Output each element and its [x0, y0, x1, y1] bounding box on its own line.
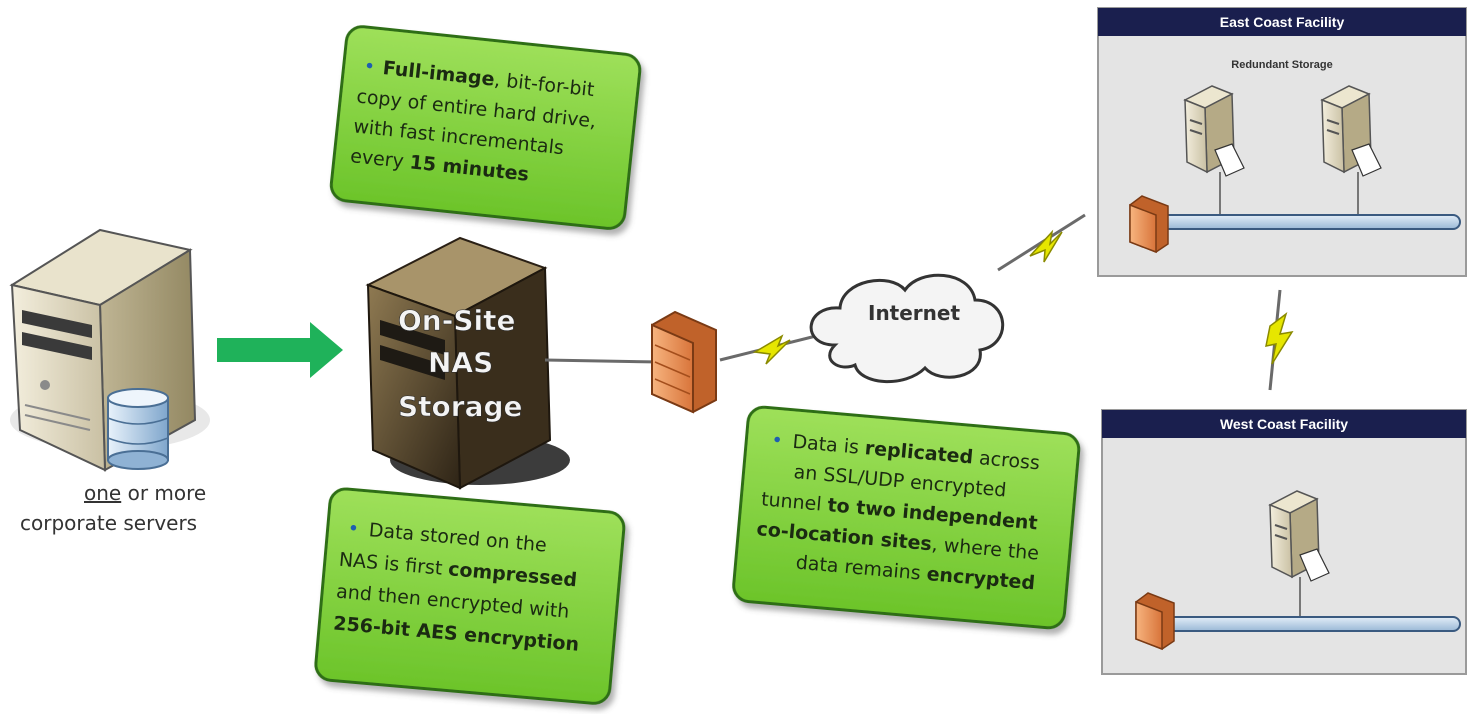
- note-replication: •Data is replicated across an SSL/UDP en…: [732, 405, 1081, 630]
- servers-label-line2: corporate servers: [20, 511, 197, 535]
- west-coast-facility: West Coast Facility: [1101, 409, 1467, 675]
- firewall-icon: [1135, 592, 1175, 651]
- network-bar: [1164, 616, 1461, 632]
- nas-label-line2: NAS: [428, 346, 493, 379]
- network-bar: [1159, 214, 1461, 230]
- nas-icon: [365, 236, 552, 490]
- nas-label-line1: On-Site: [398, 304, 516, 337]
- note-full-image: •Full-image, bit-for-bit copy of entire …: [329, 25, 642, 230]
- lightning-icon: [1029, 229, 1063, 263]
- arrow-right-icon: [217, 322, 343, 378]
- internet-label: Internet: [868, 301, 960, 325]
- firewall-icon: [651, 310, 717, 414]
- database-icon: [107, 388, 169, 470]
- east-facility-subtitle: Redundant Storage: [1231, 59, 1332, 71]
- corporate-server: one or more corporate servers: [9, 228, 210, 535]
- east-facility-title: East Coast Facility: [1220, 14, 1345, 30]
- east-coast-facility: East Coast Facility Redundant Storage: [1097, 7, 1467, 277]
- west-facility-title: West Coast Facility: [1220, 416, 1348, 432]
- lightning-icon: [1265, 312, 1294, 365]
- server-icon: [9, 228, 197, 472]
- firewall-icon: [1129, 195, 1169, 254]
- servers-label-line1: one or more: [84, 481, 206, 505]
- cloud-icon: Internet: [809, 273, 1005, 383]
- server-icon: [1183, 85, 1245, 177]
- nas-label-line3: Storage: [398, 390, 523, 423]
- nas-to-firewall-line: [544, 358, 661, 364]
- lightning-icon: [752, 334, 791, 365]
- server-icon: [1268, 490, 1330, 582]
- server-icon: [1320, 85, 1382, 177]
- note-compression: •Data stored on the NAS is first compres…: [314, 487, 626, 705]
- nas-device: On-Site NAS Storage: [365, 236, 570, 490]
